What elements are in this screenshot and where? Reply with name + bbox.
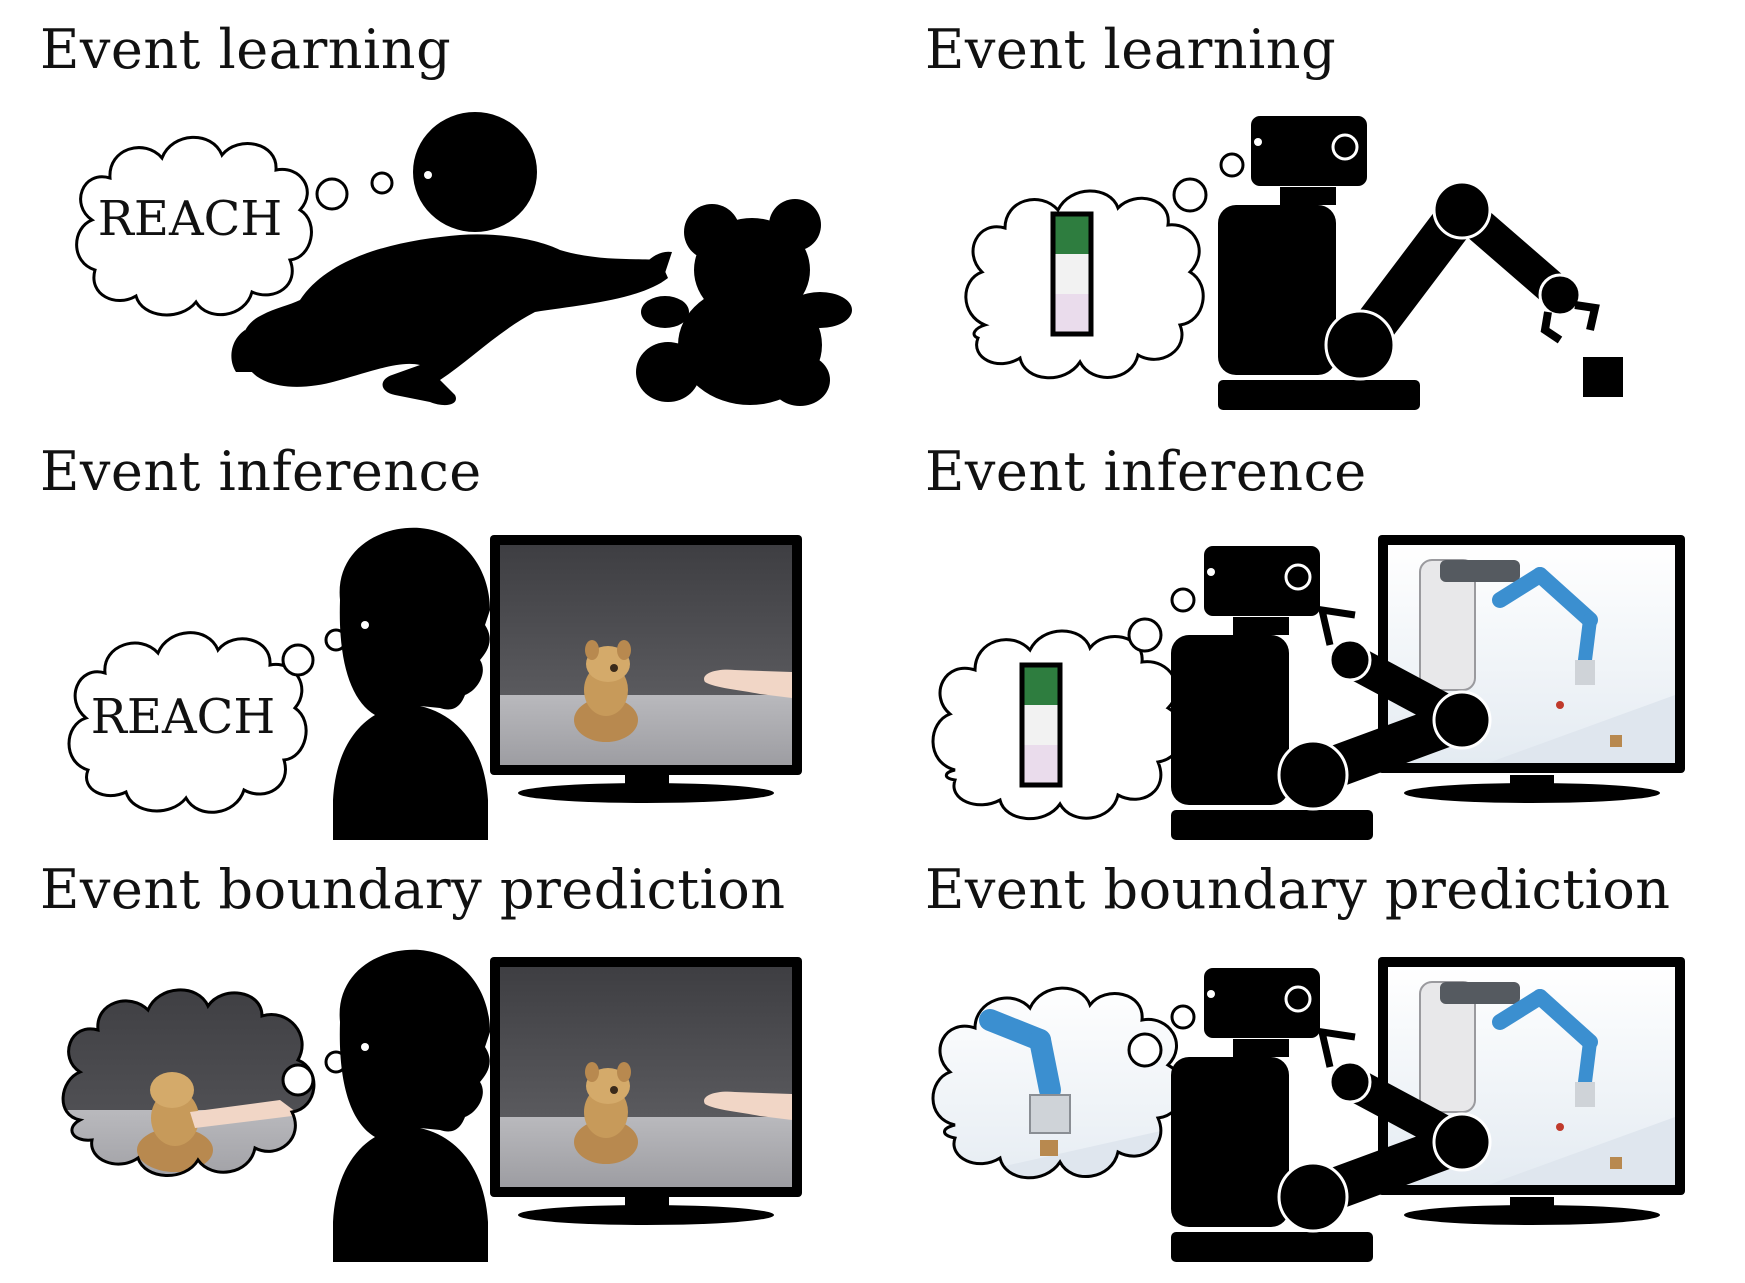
robot-icon bbox=[1171, 966, 1492, 1262]
row3-left-scene bbox=[61, 949, 802, 1262]
thought-word-reach-2: REACH bbox=[91, 689, 275, 745]
row1-right-scene bbox=[964, 114, 1623, 410]
event-probability-bar bbox=[1019, 662, 1063, 788]
row1-left-scene: REACH bbox=[75, 112, 852, 406]
teddy-bear-icon bbox=[636, 199, 852, 406]
eye-icon bbox=[424, 171, 432, 179]
monitor-icon bbox=[490, 957, 802, 1225]
event-probability-bar bbox=[1050, 211, 1094, 337]
eye-icon bbox=[361, 621, 369, 629]
title-left-event-learning: Event learning bbox=[40, 18, 452, 81]
thought-word-reach-1: REACH bbox=[98, 191, 282, 247]
title-left-event-boundary-prediction: Event boundary prediction bbox=[40, 858, 786, 921]
thought-bubble-icon bbox=[1127, 1032, 1163, 1068]
plush-toy-icon bbox=[574, 1062, 638, 1164]
thought-bubble-icon bbox=[1172, 177, 1208, 213]
thought-bubble-icon bbox=[1127, 617, 1163, 653]
thought-bubble-icon bbox=[281, 1063, 315, 1097]
row2-left-scene: REACH bbox=[67, 527, 802, 840]
child-silhouette-icon bbox=[333, 527, 490, 840]
cube-icon bbox=[1583, 357, 1623, 397]
thought-bubble-icon bbox=[1170, 587, 1196, 613]
hand-icon bbox=[704, 669, 792, 698]
thought-bubble-icon bbox=[1219, 152, 1245, 178]
robot-icon bbox=[1171, 544, 1492, 840]
monitor-icon bbox=[1378, 535, 1685, 803]
child-silhouette-icon bbox=[333, 949, 490, 1262]
thought-cloud-image bbox=[932, 988, 1183, 1178]
title-right-event-boundary-prediction: Event boundary prediction bbox=[925, 858, 1671, 921]
crawling-baby-icon bbox=[231, 112, 672, 406]
title-right-event-learning: Event learning bbox=[925, 18, 1337, 81]
thought-bubble-icon bbox=[315, 177, 349, 211]
title-left-event-inference: Event inference bbox=[40, 440, 482, 503]
monitor-icon bbox=[1378, 957, 1685, 1225]
robot-icon bbox=[1218, 114, 1600, 410]
row2-right-scene bbox=[931, 535, 1685, 840]
eye-icon bbox=[361, 1043, 369, 1051]
thought-bubble-icon bbox=[370, 171, 394, 195]
thought-cloud-icon bbox=[61, 988, 316, 1177]
hand-icon bbox=[704, 1091, 792, 1120]
title-right-event-inference: Event inference bbox=[925, 440, 1367, 503]
thought-bubble-icon bbox=[1170, 1004, 1196, 1030]
thought-cloud-icon bbox=[931, 986, 1185, 1180]
thought-cloud-icon bbox=[75, 135, 313, 317]
plush-toy-icon bbox=[574, 640, 638, 742]
thought-bubble-icon bbox=[281, 643, 315, 677]
monitor-icon bbox=[490, 535, 802, 803]
row3-right-scene bbox=[931, 957, 1685, 1262]
